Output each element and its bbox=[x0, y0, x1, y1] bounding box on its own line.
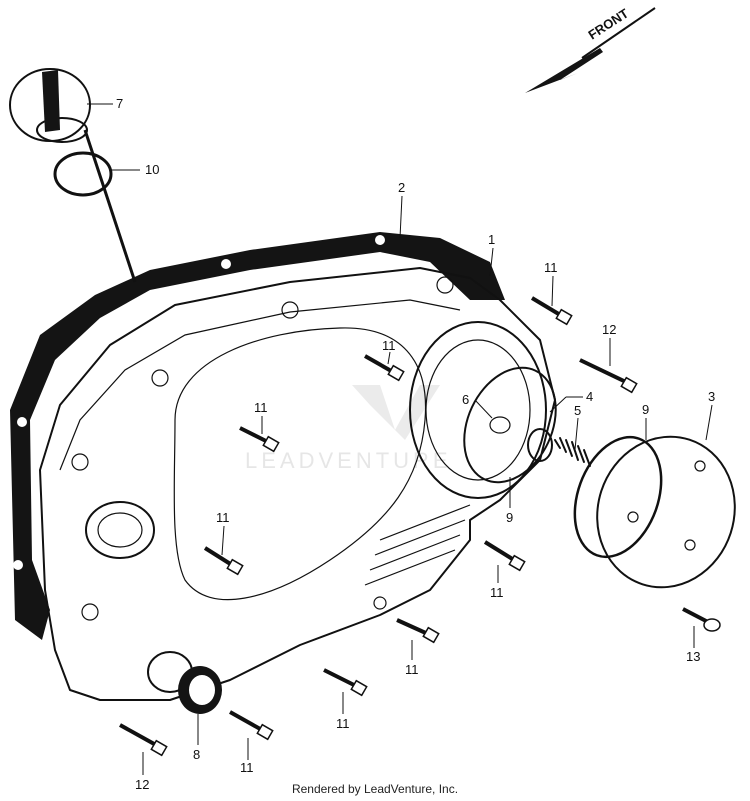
callout-6: 6 bbox=[462, 392, 469, 407]
bolt-11-center bbox=[364, 354, 405, 382]
callout-12-right: 12 bbox=[602, 322, 616, 337]
callout-3: 3 bbox=[708, 389, 715, 404]
callout-11-top-right: 11 bbox=[544, 260, 558, 275]
bolt-11-left bbox=[239, 426, 280, 453]
front-label: FRONT bbox=[585, 6, 631, 43]
front-arrow: FRONT bbox=[525, 6, 656, 93]
callout-11-bottom-left: 11 bbox=[240, 760, 254, 775]
callouts: 7 10 2 1 11 11 11 11 11 11 11 11 12 12 6… bbox=[116, 96, 715, 792]
watermark: LEADVENTURE bbox=[245, 385, 452, 473]
screw-13 bbox=[682, 607, 721, 632]
callout-5: 5 bbox=[574, 403, 581, 418]
callout-10: 10 bbox=[145, 162, 159, 177]
bolt-11-bottom bbox=[323, 668, 368, 697]
bolt-11-bottom-left bbox=[229, 710, 274, 741]
callout-1: 1 bbox=[488, 232, 495, 247]
bolts bbox=[119, 296, 721, 757]
callout-2: 2 bbox=[398, 180, 405, 195]
callout-4: 4 bbox=[586, 389, 593, 404]
callout-12-bottom: 12 bbox=[135, 777, 149, 792]
callout-11-center: 11 bbox=[382, 338, 396, 353]
callout-11-bottom-center: 11 bbox=[405, 662, 419, 677]
bolt-12-bottom bbox=[119, 723, 168, 757]
leader-lines bbox=[87, 103, 713, 775]
callout-7: 7 bbox=[116, 96, 123, 111]
oil-filter-cover bbox=[596, 435, 736, 589]
clutch-cover bbox=[39, 267, 556, 701]
watermark-text: LEADVENTURE bbox=[245, 448, 452, 473]
callout-11-right: 11 bbox=[490, 585, 504, 600]
callout-11-lower-left: 11 bbox=[216, 510, 230, 525]
bolt-11-lower-left bbox=[203, 546, 244, 576]
footer-credit: Rendered by LeadVenture, Inc. bbox=[291, 782, 459, 796]
callout-11-bottom: 11 bbox=[336, 716, 350, 731]
bolt-11-top-right bbox=[530, 296, 573, 326]
oil-seal bbox=[178, 666, 222, 714]
oil-filter-assembly bbox=[463, 366, 591, 484]
callout-13: 13 bbox=[686, 649, 700, 664]
bolt-11-right bbox=[483, 540, 526, 572]
o-ring-10 bbox=[53, 151, 113, 197]
bolt-12-right bbox=[579, 358, 638, 394]
bolt-11-bottom-center bbox=[396, 618, 440, 644]
gasket bbox=[10, 232, 505, 640]
callout-11-left: 11 bbox=[254, 400, 268, 415]
callout-9-left: 9 bbox=[506, 510, 513, 525]
cover-o-ring bbox=[573, 435, 663, 559]
callout-9-right: 9 bbox=[642, 402, 649, 417]
callout-8: 8 bbox=[193, 747, 200, 762]
